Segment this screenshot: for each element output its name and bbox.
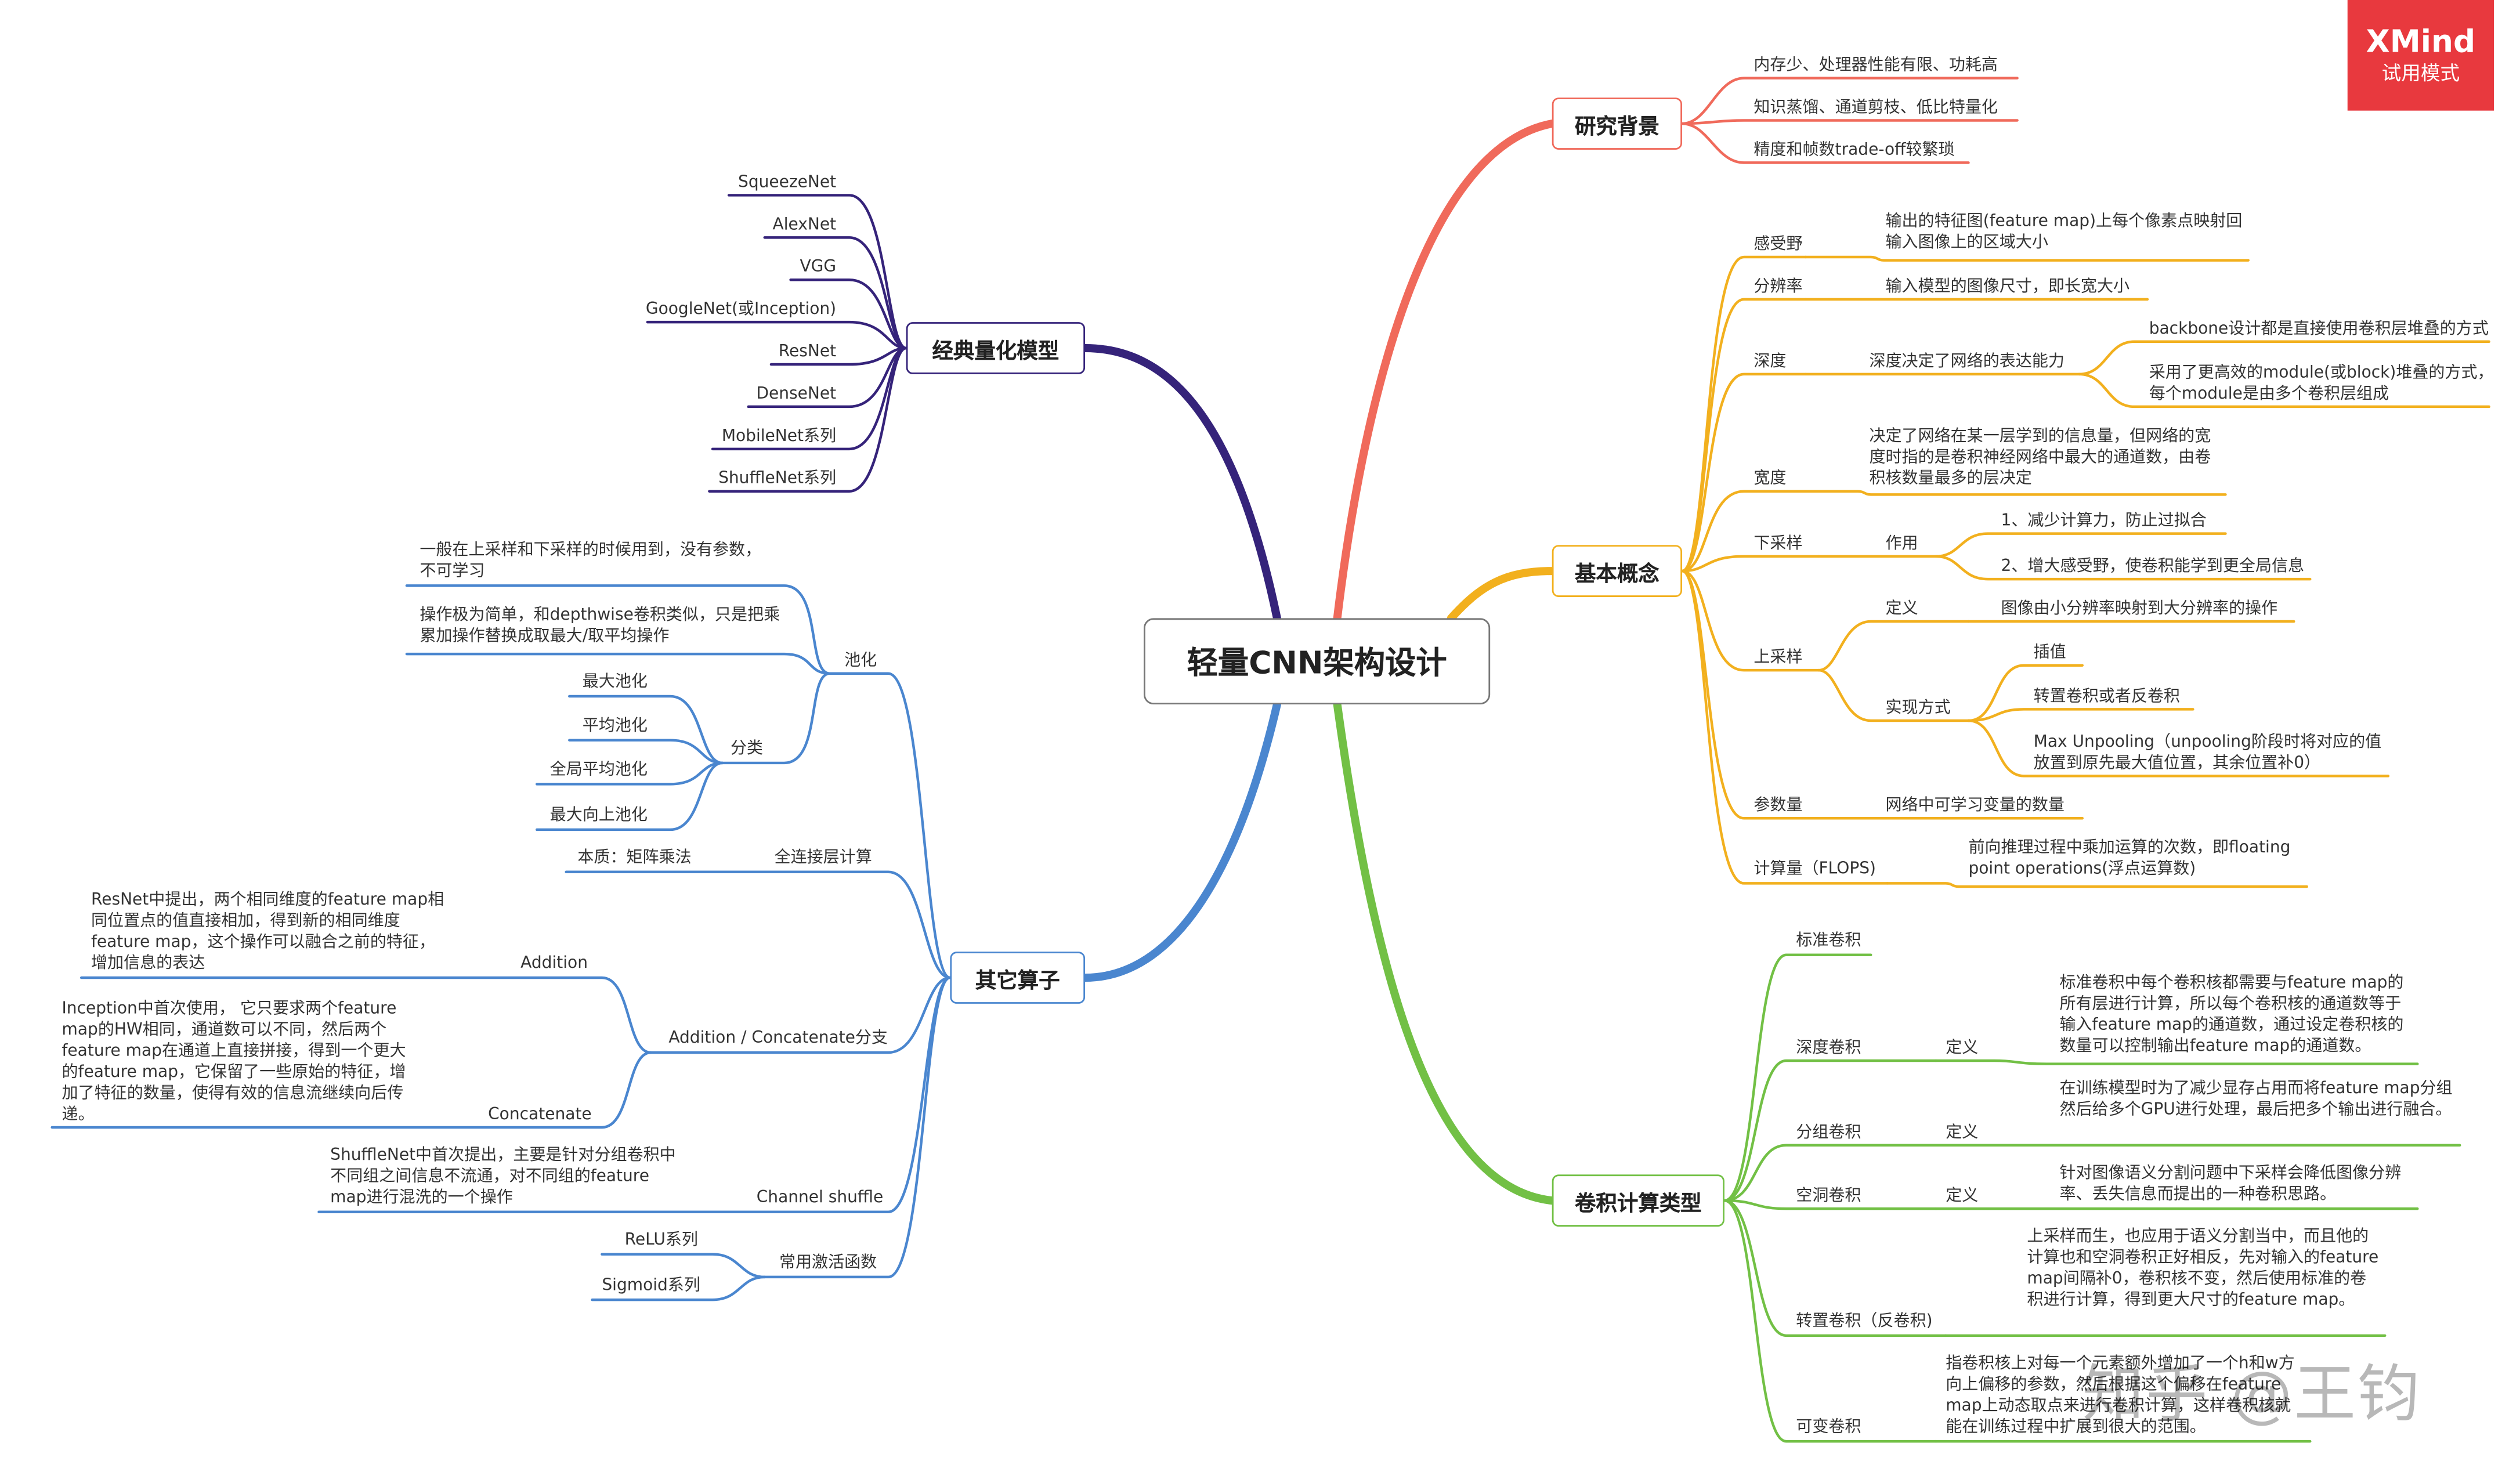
ops-pool-n1[interactable]: 一般在上采样和下采样的时候用到，没有参数，不可学习 xyxy=(420,541,762,581)
basic-upsample-i3[interactable]: Max Unpooling（unpooling阶段时将对应的值放置到原先最大值位… xyxy=(2033,733,2382,773)
basic-receptive-desc[interactable]: 输出的特征图(feature map)上每个像素点映射回输入图像上的区域大小 xyxy=(1885,213,2243,252)
conv-group-label[interactable]: 分组卷积 xyxy=(1796,1124,1861,1142)
conv-dilated-desc[interactable]: 针对图像语义分割问题中下采样会降低图像分辨率、丢失信息而提出的一种卷积思路。 xyxy=(2059,1165,2402,1204)
basic-receptive-label[interactable]: 感受野 xyxy=(1753,236,1803,254)
xmind-logo: XMind 试用模式 xyxy=(2347,0,2494,111)
basic-downsample-d2[interactable]: 2、增大感受野，使卷积能学到更全局信息 xyxy=(2001,558,2305,576)
basic-width-desc[interactable]: 决定了网络在某一层学到的信息量，但网络的宽度时指的是卷积神经网络中最大的通道数，… xyxy=(1869,428,2211,489)
basic-downsample-label[interactable]: 下采样 xyxy=(1753,535,1803,554)
basic-upsample-label[interactable]: 上采样 xyxy=(1753,649,1803,667)
conv-transposed-label[interactable]: 转置卷积（反卷积) xyxy=(1796,1312,1933,1331)
conv-group-desc[interactable]: 在训练模型时为了减少显存占用而将feature map分组然后给多个GPU进行处… xyxy=(2059,1080,2453,1119)
conv-standard[interactable]: 标准卷积 xyxy=(1796,932,1861,950)
ops-act-label[interactable]: 常用激活函数 xyxy=(779,1254,877,1272)
basic-upsample-impl-label[interactable]: 实现方式 xyxy=(1885,699,1951,718)
basic-upsample-i1[interactable]: 插值 xyxy=(2033,644,2066,663)
basic-resolution-label[interactable]: 分辨率 xyxy=(1753,278,1803,296)
classic-item[interactable]: GoogleNet(或Inception) xyxy=(645,301,837,319)
basic-flops-desc[interactable]: 前向推理过程中乘加运算的次数，即floating point operation… xyxy=(1968,839,2291,878)
logo-mode: 试用模式 xyxy=(2381,62,2460,85)
classic-item[interactable]: DenseNet xyxy=(756,385,837,404)
ops-act-item[interactable]: Sigmoid系列 xyxy=(602,1277,700,1295)
ops-pool-cls-item[interactable]: 全局平均池化 xyxy=(549,761,648,779)
basic-params-desc[interactable]: 网络中可学习变量的数量 xyxy=(1885,797,2065,815)
topic-classic[interactable]: 经典量化模型 xyxy=(906,322,1086,374)
conv-depthwise-desc[interactable]: 标准卷积中每个卷积核都需要与feature map的所有层进行计算，所以每个卷积… xyxy=(2059,974,2404,1056)
research-item[interactable]: 精度和帧数trade-off较繁琐 xyxy=(1753,141,1955,160)
watermark: 知乎 @王钧 xyxy=(2082,1358,2421,1430)
branch-classic xyxy=(1081,343,1281,623)
research-item[interactable]: 知识蒸馏、通道剪枝、低比特量化 xyxy=(1753,99,1998,117)
basic-depth-d1[interactable]: backbone设计都是直接使用卷积层堆叠的方式 xyxy=(2149,320,2489,339)
conv-transposed-desc[interactable]: 上采样而生，也应用于语义分割当中，而且他的计算也和空洞卷积正好相反，先对输入的f… xyxy=(2027,1228,2379,1310)
ops-addition-desc[interactable]: ResNet中提出，两个相同维度的feature map相同位置点的值直接相加，… xyxy=(91,891,444,973)
basic-upsample-def[interactable]: 图像由小分辨率映射到大分辨率的操作 xyxy=(2001,600,2278,619)
basic-upsample-def-label[interactable]: 定义 xyxy=(1885,600,1918,619)
basic-downsample-mid[interactable]: 作用 xyxy=(1885,535,1918,554)
ops-concat-desc[interactable]: Inception中首次使用， 它只要求两个feature map的HW相同，通… xyxy=(62,1000,406,1124)
ops-act-item[interactable]: ReLU系列 xyxy=(624,1231,698,1250)
branch-ops xyxy=(1081,700,1281,982)
conv-deformable-label[interactable]: 可变卷积 xyxy=(1796,1418,1861,1437)
topic-research[interactable]: 研究背景 xyxy=(1552,97,1683,150)
ops-pool-cls-item[interactable]: 平均池化 xyxy=(582,717,648,736)
ops-pool-cls-item[interactable]: 最大向上池化 xyxy=(549,807,648,825)
classic-item[interactable]: VGG xyxy=(800,258,837,277)
conv-depthwise-label[interactable]: 深度卷积 xyxy=(1796,1039,1861,1058)
topic-conv[interactable]: 卷积计算类型 xyxy=(1552,1174,1724,1227)
branch-basic xyxy=(1447,567,1556,623)
center-topic[interactable]: 轻量CNN架构设计 xyxy=(1144,618,1491,705)
classic-item[interactable]: ResNet xyxy=(778,343,837,361)
classic-item[interactable]: ShuffleNet系列 xyxy=(718,470,837,489)
classic-item[interactable]: MobileNet系列 xyxy=(721,428,837,446)
basic-params-label[interactable]: 参数量 xyxy=(1753,797,1803,815)
topic-basic[interactable]: 基本概念 xyxy=(1552,545,1683,597)
ops-pool-cls-item[interactable]: 最大池化 xyxy=(582,673,648,692)
ops-shuffle-label[interactable]: Channel shuffle xyxy=(756,1189,884,1207)
basic-upsample-i2[interactable]: 转置卷积或者反卷积 xyxy=(2033,688,2180,706)
basic-depth-mid[interactable]: 深度决定了网络的表达能力 xyxy=(1869,353,2065,371)
topic-ops[interactable]: 其它算子 xyxy=(950,952,1086,1004)
ops-addcat-label[interactable]: Addition / Concatenate分支 xyxy=(668,1029,888,1048)
basic-resolution-desc[interactable]: 输入模型的图像尺寸，即长宽大小 xyxy=(1885,278,2130,296)
classic-item[interactable]: AlexNet xyxy=(772,216,837,234)
branch-research xyxy=(1333,120,1556,623)
branch-conv xyxy=(1333,700,1556,1205)
research-item[interactable]: 内存少、处理器性能有限、功耗高 xyxy=(1753,57,1998,75)
ops-pool-n2[interactable]: 操作极为简单，和depthwise卷积类似，只是把乘累加操作替换成取最大/取平均… xyxy=(420,606,780,646)
ops-concat-label[interactable]: Concatenate xyxy=(488,1106,592,1124)
logo-brand: XMind xyxy=(2366,24,2476,60)
ops-fc-desc[interactable]: 本质：矩阵乘法 xyxy=(577,849,692,867)
conv-depthwise-def[interactable]: 定义 xyxy=(1946,1039,1979,1058)
basic-flops-label[interactable]: 计算量（FLOPS) xyxy=(1753,860,1877,878)
basic-width-label[interactable]: 宽度 xyxy=(1753,470,1787,489)
conv-dilated-label[interactable]: 空洞卷积 xyxy=(1796,1187,1861,1206)
basic-depth-label[interactable]: 深度 xyxy=(1753,353,1787,371)
classic-item[interactable]: SqueezeNet xyxy=(738,173,837,192)
ops-shuffle-desc[interactable]: ShuffleNet中首次提出，主要是针对分组卷积中不同组之间信息不流通，对不同… xyxy=(330,1147,676,1207)
ops-pool-label[interactable]: 池化 xyxy=(844,652,877,671)
conv-group-def[interactable]: 定义 xyxy=(1946,1124,1979,1142)
conv-deformable-desc[interactable]: 指卷积核上对每一个元素额外增加了一个h和w方向上偏移的参数，然后根据这个偏移在f… xyxy=(1946,1355,2295,1437)
basic-downsample-d1[interactable]: 1、减少计算力，防止过拟合 xyxy=(2001,512,2207,531)
basic-depth-d2[interactable]: 采用了更高效的module(或block)堆叠的方式，每个module是由多个卷… xyxy=(2149,364,2494,404)
ops-fc-label[interactable]: 全连接层计算 xyxy=(774,849,872,867)
conv-dilated-def[interactable]: 定义 xyxy=(1946,1187,1979,1206)
ops-addition-label[interactable]: Addition xyxy=(520,954,588,973)
ops-pool-cls-label[interactable]: 分类 xyxy=(730,740,763,758)
